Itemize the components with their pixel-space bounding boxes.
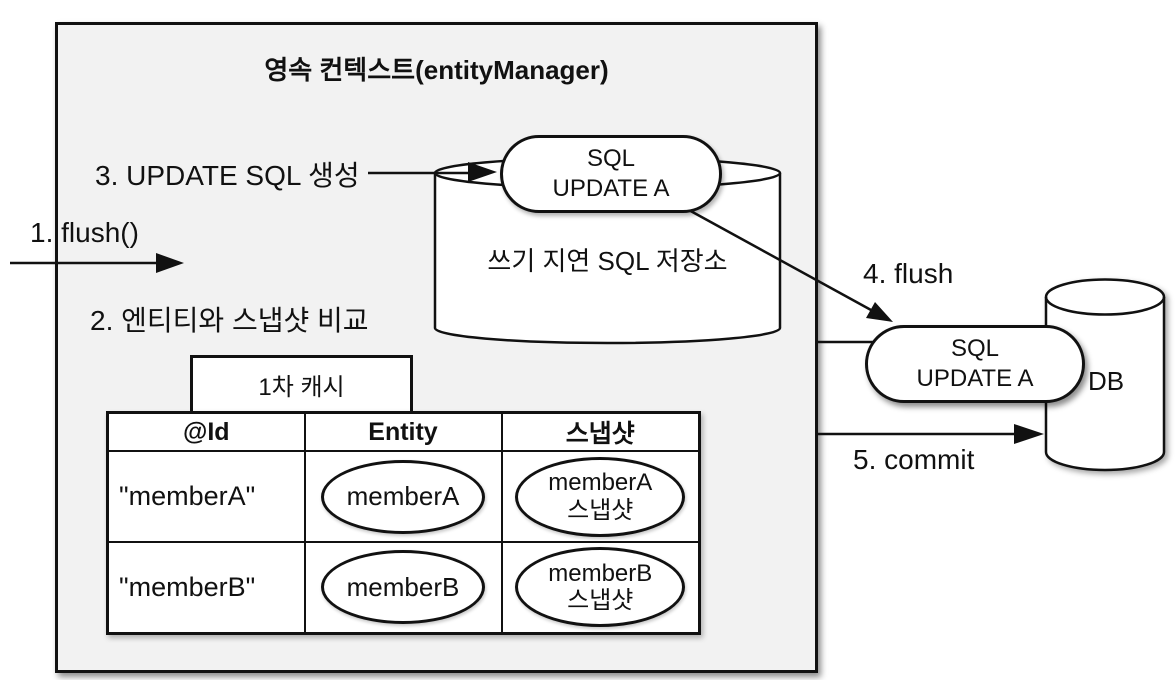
column-header-snapshot: 스냅샷 bbox=[500, 411, 701, 452]
snapshot-oval: memberA 스냅샷 bbox=[515, 456, 686, 537]
cache-table-header-row: @Id Entity 스냅샷 bbox=[106, 411, 701, 452]
entity-cell: memberB bbox=[303, 541, 503, 634]
table-row-memberA: "memberA" memberA memberA 스냅샷 bbox=[106, 450, 701, 543]
write-behind-store-label: 쓰기 지연 SQL 저장소 bbox=[487, 246, 728, 276]
arrow-commit bbox=[818, 424, 1044, 444]
step3-generate-update-sql-label: 3. UPDATE SQL 생성 bbox=[95, 160, 360, 191]
snapshot-oval: memberB 스냅샷 bbox=[515, 547, 686, 628]
snapshot-cell: memberB 스냅샷 bbox=[500, 541, 701, 634]
step1-flush-label: 1. flush() bbox=[30, 217, 139, 248]
id-cell: "memberA" bbox=[106, 450, 306, 543]
snapshot-oval-line2: 스냅샷 bbox=[567, 496, 634, 524]
snapshot-oval-line2: 스냅샷 bbox=[567, 587, 634, 615]
persistence-context-title: 영속 컨텍스트(entityManager) bbox=[264, 55, 609, 85]
column-header-entity: Entity bbox=[303, 411, 503, 452]
id-cell: "memberB" bbox=[106, 541, 306, 634]
db-label: DB bbox=[1088, 366, 1125, 396]
entity-oval: memberB bbox=[321, 550, 485, 625]
step5-commit-label: 5. commit bbox=[853, 444, 975, 475]
step4-flush-label: 4. flush bbox=[863, 258, 954, 289]
snapshot-cell: memberA 스냅샷 bbox=[500, 450, 701, 543]
sql-pill-line2: UPDATE A bbox=[916, 365, 1034, 392]
entity-oval: memberA bbox=[321, 459, 485, 534]
snapshot-oval-line1: memberA bbox=[548, 468, 653, 496]
sql-pill-line2: UPDATE A bbox=[552, 175, 670, 202]
sql-update-pill-db: SQL UPDATE A bbox=[865, 325, 1085, 403]
sql-update-pill-store: SQL UPDATE A bbox=[500, 135, 722, 213]
entity-cell: memberA bbox=[303, 450, 503, 543]
step2-compare-snapshot-label: 2. 엔티티와 스냅샷 비교 bbox=[90, 305, 369, 336]
sql-pill-line1: SQL bbox=[586, 145, 636, 172]
first-level-cache-tab: 1차 캐시 bbox=[190, 355, 413, 414]
first-level-cache-tab-label: 1차 캐시 bbox=[258, 374, 345, 401]
sql-pill-line1: SQL bbox=[950, 335, 1000, 362]
snapshot-oval-line1: memberB bbox=[548, 559, 653, 587]
table-row-memberB: "memberB" memberB memberB 스냅샷 bbox=[106, 541, 701, 634]
column-header-id: @Id bbox=[106, 411, 306, 452]
entity-oval-label: memberA bbox=[346, 481, 460, 511]
entity-oval-label: memberB bbox=[346, 571, 460, 602]
first-level-cache-table: @Id Entity 스냅샷 "memberA" memberA memberA… bbox=[106, 411, 701, 635]
